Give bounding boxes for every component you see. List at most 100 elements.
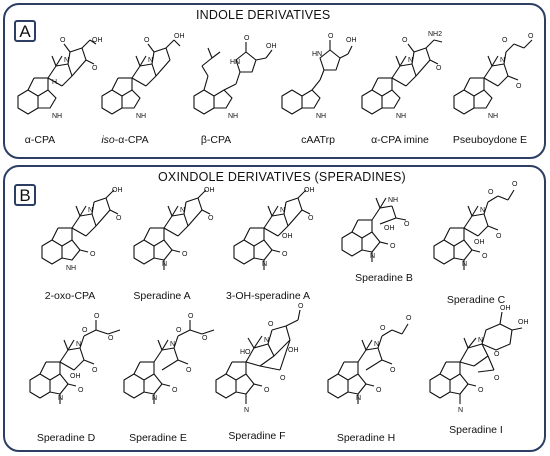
svg-text:N: N — [152, 395, 157, 402]
caption-caatrp: cAATrp — [301, 134, 335, 146]
structure-speradine-i: N OH OH O O O N — [429, 305, 529, 414]
svg-text:NH: NH — [316, 113, 326, 120]
svg-text:O: O — [208, 215, 214, 222]
svg-text:O: O — [494, 351, 500, 358]
svg-text:O: O — [244, 35, 250, 42]
svg-text:N: N — [162, 261, 167, 268]
panel-a-title: INDOLE DERIVATIVES — [196, 8, 331, 22]
structure-speradine-a: N OH O O N — [133, 187, 215, 270]
svg-text:N: N — [370, 253, 375, 260]
svg-text:N: N — [280, 207, 285, 214]
caption-iso-alpha-cpa: iso-α-CPA — [101, 134, 149, 146]
svg-text:OH: OH — [70, 373, 81, 380]
svg-text:OH: OH — [474, 239, 485, 246]
svg-text:OH: OH — [112, 187, 123, 194]
svg-text:NH: NH — [66, 265, 76, 272]
caption-beta-cpa: β-CPA — [200, 134, 232, 146]
svg-text:N: N — [356, 395, 361, 402]
svg-text:NH: NH — [488, 113, 498, 120]
svg-text:N: N — [244, 407, 249, 414]
structure-speradine-f: N O O HO OH O O N — [215, 303, 304, 414]
panel-a-label: A — [14, 20, 36, 42]
svg-text:NH: NH — [52, 113, 62, 120]
structure-3-oh-speradine-a: N OH O O N OH — [233, 187, 315, 270]
svg-text:NH: NH — [396, 113, 406, 120]
panel-b-oxindole-derivatives — [3, 165, 546, 452]
svg-text:NH: NH — [388, 197, 398, 204]
svg-text:O: O — [496, 233, 502, 240]
svg-text:O: O — [380, 325, 386, 332]
svg-text:HN: HN — [312, 51, 322, 58]
svg-text:OH: OH — [346, 37, 357, 44]
caption-speradine-h: Speradine H — [336, 432, 396, 444]
svg-text:N: N — [462, 261, 467, 268]
svg-text:O: O — [482, 253, 488, 260]
svg-text:OH: OH — [384, 225, 395, 232]
svg-text:O: O — [78, 387, 84, 394]
svg-text:OH: OH — [304, 187, 315, 194]
svg-text:O: O — [402, 37, 408, 44]
svg-text:O: O — [188, 313, 194, 320]
svg-text:O: O — [502, 37, 508, 44]
svg-text:N: N — [480, 207, 485, 214]
structure-caatrp: HN O OH NH — [281, 33, 357, 120]
svg-text:O: O — [94, 313, 100, 320]
svg-text:N: N — [180, 207, 185, 214]
svg-text:N: N — [148, 57, 153, 64]
svg-text:HO: HO — [240, 349, 251, 356]
svg-text:N: N — [458, 407, 463, 414]
svg-text:O: O — [494, 375, 500, 382]
svg-text:O: O — [406, 315, 412, 322]
svg-text:O: O — [436, 65, 442, 72]
structure-speradine-d: N O O O O OH O N — [29, 313, 121, 404]
caption-speradine-i: Speradine I — [449, 424, 503, 436]
svg-text:O: O — [328, 33, 334, 40]
caption-speradine-c: Speradine C — [446, 294, 506, 306]
svg-text:O: O — [478, 387, 484, 394]
svg-text:O: O — [82, 327, 88, 334]
svg-text:N: N — [262, 261, 267, 268]
caption-alpha-cpa: α-CPA — [24, 134, 56, 146]
structure-iso-alpha-cpa: N O OH NH — [101, 33, 185, 120]
caption-pseuboydone-e: Pseuboydone E — [452, 134, 528, 146]
svg-text:N: N — [58, 395, 63, 402]
svg-text:O: O — [202, 335, 208, 342]
svg-text:O: O — [176, 327, 182, 334]
structure-pseuboydone-e: N O O O NH — [453, 33, 534, 120]
structure-speradine-e: N O O O O O N — [123, 313, 215, 404]
svg-text:O: O — [264, 387, 270, 394]
svg-text:O: O — [516, 83, 522, 90]
svg-text:O: O — [376, 387, 382, 394]
svg-text:N: N — [170, 341, 175, 348]
svg-text:OH: OH — [518, 319, 529, 326]
svg-text:O: O — [90, 251, 96, 258]
caption-2-oxo-cpa: 2-oxo-CPA — [44, 290, 96, 302]
svg-text:O: O — [92, 367, 98, 374]
caption-speradine-d: Speradine D — [36, 432, 96, 444]
svg-text:O: O — [116, 215, 122, 222]
structure-speradine-h: N O O O O N — [327, 315, 412, 404]
structure-2-oxo-cpa: N OH O O NH — [41, 187, 123, 272]
svg-text:OH: OH — [92, 37, 103, 44]
svg-text:O: O — [60, 37, 66, 44]
structure-speradine-b: NH O OH O N — [341, 197, 410, 262]
svg-text:N: N — [264, 337, 269, 344]
svg-text:OH: OH — [174, 33, 185, 40]
svg-text:N: N — [76, 341, 81, 348]
svg-text:O: O — [404, 221, 410, 228]
structure-alpha-cpa-imine: N O NH2 O NH — [361, 31, 443, 120]
svg-text:O: O — [308, 215, 314, 222]
svg-text:O: O — [390, 243, 396, 250]
caption-3-oh-speradine-a: 3-OH-speradine A — [225, 290, 311, 302]
svg-text:HN: HN — [230, 59, 240, 66]
svg-text:O: O — [144, 37, 150, 44]
svg-text:OH: OH — [282, 233, 293, 240]
svg-text:N: N — [408, 57, 413, 64]
svg-text:OH: OH — [204, 187, 215, 194]
caption-speradine-b: Speradine B — [355, 272, 413, 284]
svg-text:NH: NH — [228, 113, 238, 120]
svg-text:O: O — [512, 181, 518, 188]
structure-alpha-cpa: N O OH O NH H — [17, 37, 103, 120]
svg-text:O: O — [298, 303, 304, 310]
svg-text:O: O — [282, 251, 288, 258]
